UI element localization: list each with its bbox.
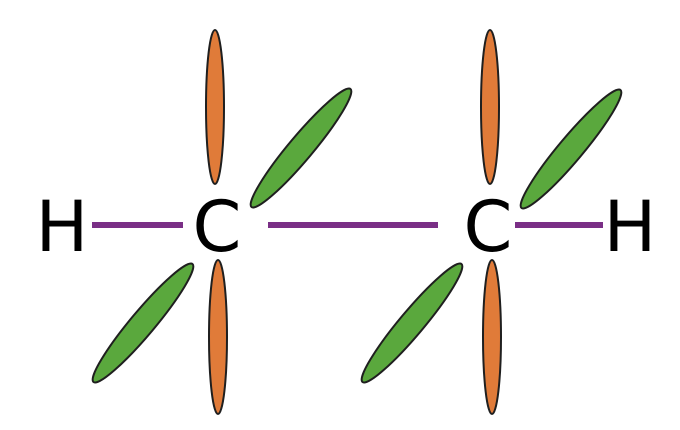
atom-c-left: C bbox=[193, 186, 242, 268]
hybrid-orbital-lobe-down-left bbox=[360, 262, 464, 384]
atom-c-right: C bbox=[464, 186, 513, 268]
orbitals-c-left bbox=[91, 29, 353, 415]
atom-h-left: H bbox=[36, 186, 89, 268]
atom-labels: H C C H bbox=[36, 186, 657, 268]
p-orbital-lobe-up bbox=[205, 29, 225, 185]
p-orbital-lobe-up bbox=[480, 29, 500, 185]
p-orbital-lobe-down bbox=[208, 259, 228, 415]
hybrid-orbital-lobe-down-left bbox=[91, 262, 195, 384]
hybrid-orbital-lobe-up-right bbox=[519, 88, 623, 210]
p-orbital-lobe-down bbox=[482, 259, 502, 415]
hybrid-orbital-lobe-up-right bbox=[249, 87, 353, 209]
orbitals-c-right bbox=[360, 29, 623, 415]
atom-h-right: H bbox=[604, 186, 657, 268]
